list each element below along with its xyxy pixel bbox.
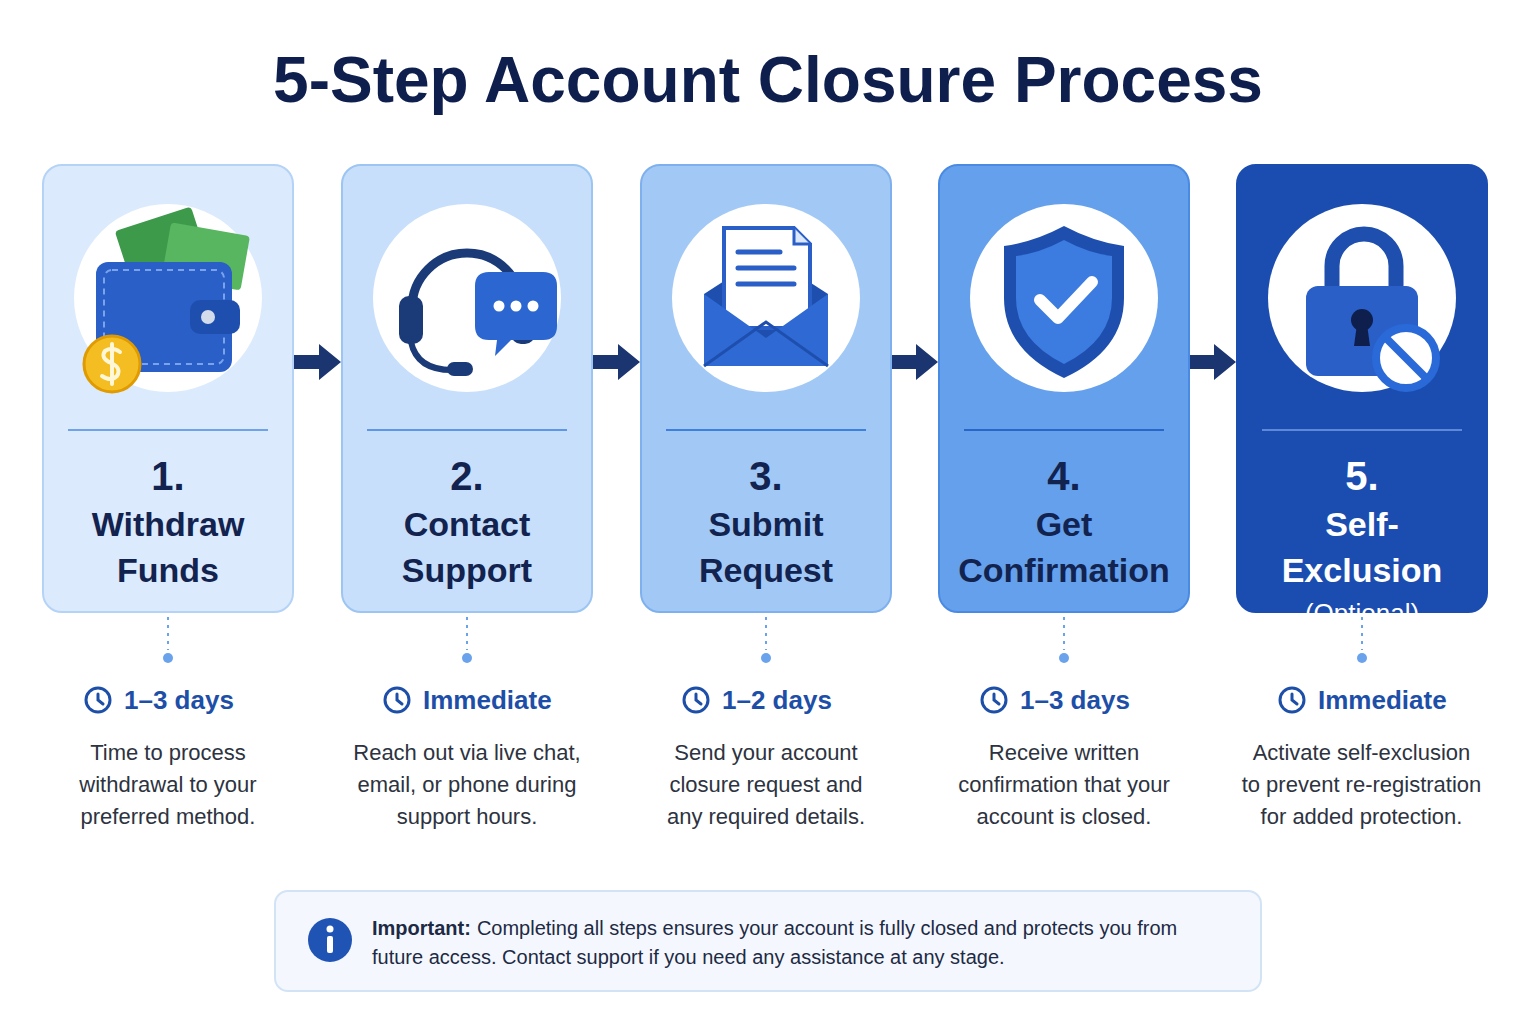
card-text: 3.Submit Request xyxy=(650,451,882,593)
leader-dot xyxy=(1357,653,1367,663)
clock-hands xyxy=(696,694,701,704)
note-paragraph: Important:Completing all steps ensures y… xyxy=(372,914,1232,972)
leader-line xyxy=(466,617,468,650)
flow-arrow xyxy=(593,344,640,380)
leader-line xyxy=(1063,617,1065,650)
flow-arrow xyxy=(294,344,341,380)
clock-icon xyxy=(982,688,1006,712)
clock-hands xyxy=(397,694,402,704)
leader-dot xyxy=(462,653,472,663)
duration-label: 1–3 days xyxy=(1020,683,1130,717)
step-description: Send your account closure request and an… xyxy=(656,737,876,833)
clock-icon xyxy=(1280,688,1304,712)
step-description: Time to process withdrawal to your prefe… xyxy=(48,737,288,833)
flow-arrow xyxy=(1190,344,1236,380)
card-text: 2.Contact Support xyxy=(351,451,583,593)
step-number: 3. xyxy=(650,451,882,501)
clock-face xyxy=(385,688,409,712)
leader-lines xyxy=(163,617,1367,663)
step-title: Get Confirmation xyxy=(948,501,1180,593)
step-card: 1.Withdraw Funds xyxy=(42,164,294,613)
step-card: 3.Submit Request xyxy=(640,164,892,613)
step-number: 1. xyxy=(52,451,284,501)
step-card: 2.Contact Support xyxy=(341,164,593,613)
clock-face xyxy=(684,688,708,712)
note-heading: Important: xyxy=(372,917,471,939)
duration-label: 1–3 days xyxy=(124,683,234,717)
leader-line xyxy=(167,617,169,650)
duration-label: 1–2 days xyxy=(722,683,832,717)
clock-face xyxy=(86,688,110,712)
step-card: 4.Get Confirmation xyxy=(938,164,1190,613)
diagram-title: 5-Step Account Closure Process xyxy=(0,40,1536,120)
step-number: 2. xyxy=(351,451,583,501)
clock-hands xyxy=(98,694,103,704)
step-note: (Optional) xyxy=(1246,593,1478,633)
card-text: 4.Get Confirmation xyxy=(948,451,1180,593)
step-description: Receive written confirmation that your a… xyxy=(955,737,1173,833)
note-body: Completing all steps ensures your accoun… xyxy=(372,917,1177,968)
leader-line xyxy=(765,617,767,650)
note-box: Important:Completing all steps ensures y… xyxy=(274,890,1262,992)
step-description: Activate self-exclusion to prevent re-re… xyxy=(1241,737,1482,833)
leader-dot xyxy=(761,653,771,663)
step-card: 5.Self-Exclusion(Optional) xyxy=(1236,164,1488,613)
card-text: 5.Self-Exclusion(Optional) xyxy=(1246,451,1478,633)
step-number: 4. xyxy=(948,451,1180,501)
step-title: Contact Support xyxy=(351,501,583,593)
step-description: Reach out via live chat, email, or phone… xyxy=(347,737,587,833)
clock-hands xyxy=(1292,694,1297,704)
leader-dot xyxy=(163,653,173,663)
flow-arrow xyxy=(892,344,938,380)
step-title: Withdraw Funds xyxy=(52,501,284,593)
clock-icon xyxy=(86,688,110,712)
clock-face xyxy=(982,688,1006,712)
step-title: Self-Exclusion xyxy=(1246,501,1478,593)
step-title: Submit Request xyxy=(650,501,882,593)
clock-icon xyxy=(385,688,409,712)
step-number: 5. xyxy=(1246,451,1478,501)
card-text: 1.Withdraw Funds xyxy=(52,451,284,593)
duration-label: Immediate xyxy=(423,683,552,717)
leader-dot xyxy=(1059,653,1069,663)
clock-icon xyxy=(684,688,708,712)
duration-label: Immediate xyxy=(1318,683,1447,717)
clock-face xyxy=(1280,688,1304,712)
clock-hands xyxy=(994,694,999,704)
